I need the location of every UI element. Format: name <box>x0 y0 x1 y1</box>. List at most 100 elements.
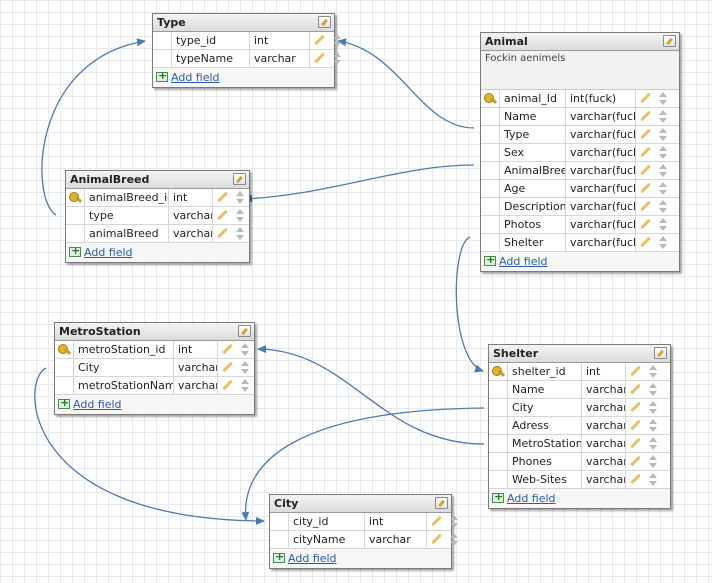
edit-table-icon[interactable] <box>233 173 246 185</box>
pencil-icon[interactable] <box>427 531 447 548</box>
field-row[interactable]: animalBreed_id int <box>66 189 249 207</box>
reorder-arrows-icon[interactable] <box>447 513 461 530</box>
field-row[interactable]: Shelter varchar(fuck) <box>481 234 679 252</box>
table-header[interactable]: Animal <box>481 33 679 51</box>
field-row[interactable]: City varchar <box>489 399 670 417</box>
reorder-arrows-icon[interactable] <box>646 417 660 434</box>
add-field-icon[interactable] <box>58 396 70 409</box>
reorder-arrows-icon[interactable] <box>646 363 660 380</box>
reorder-arrows-icon[interactable] <box>447 531 461 548</box>
reorder-arrows-icon[interactable] <box>646 381 660 398</box>
pencil-icon[interactable] <box>636 180 656 197</box>
field-row[interactable]: MetroStation varchar <box>489 435 670 453</box>
field-row[interactable]: city_id int <box>270 513 458 531</box>
add-field-link[interactable]: Add field <box>84 246 133 259</box>
field-row[interactable]: Name varchar <box>489 381 670 399</box>
field-row[interactable]: metroStation_id int <box>55 341 254 359</box>
pencil-icon[interactable] <box>626 435 646 452</box>
reorder-arrows-icon[interactable] <box>656 162 670 179</box>
pencil-icon[interactable] <box>626 417 646 434</box>
reorder-arrows-icon[interactable] <box>233 225 247 242</box>
table-metrostation[interactable]: MetroStation metroStation_id int City va… <box>54 322 255 415</box>
pencil-icon[interactable] <box>218 341 238 358</box>
pencil-icon[interactable] <box>626 363 646 380</box>
reorder-arrows-icon[interactable] <box>656 144 670 161</box>
reorder-arrows-icon[interactable] <box>656 216 670 233</box>
add-field-icon[interactable] <box>492 490 504 503</box>
table-city[interactable]: City city_id int cityName varchar Add fi… <box>269 494 458 569</box>
field-row[interactable]: City varchar <box>55 359 254 377</box>
pencil-icon[interactable] <box>636 144 656 161</box>
pencil-icon[interactable] <box>427 513 447 530</box>
field-row[interactable]: Sex varchar(fuck) <box>481 144 679 162</box>
edit-table-icon[interactable] <box>435 497 448 509</box>
pencil-icon[interactable] <box>626 399 646 416</box>
table-header[interactable]: Type <box>153 14 334 32</box>
field-row[interactable]: type_id int <box>153 32 341 50</box>
table-header[interactable]: City <box>270 495 451 513</box>
field-row[interactable]: Photos varchar(fuck) <box>481 216 679 234</box>
edit-table-icon[interactable] <box>654 347 667 359</box>
pencil-icon[interactable] <box>636 216 656 233</box>
reorder-arrows-icon[interactable] <box>656 108 670 125</box>
add-field-link[interactable]: Add field <box>507 492 556 505</box>
reorder-arrows-icon[interactable] <box>656 180 670 197</box>
field-row[interactable]: shelter_id int <box>489 363 670 381</box>
pencil-icon[interactable] <box>626 471 646 488</box>
reorder-arrows-icon[interactable] <box>238 359 252 376</box>
table-type[interactable]: Type type_id int typeName varchar Add fi… <box>152 13 341 88</box>
edit-table-icon[interactable] <box>663 35 676 47</box>
table-animalbreed[interactable]: AnimalBreed animalBreed_id int type varc… <box>65 170 250 263</box>
field-row[interactable]: type varchar <box>66 207 249 225</box>
pencil-icon[interactable] <box>636 198 656 215</box>
reorder-arrows-icon[interactable] <box>656 126 670 143</box>
reorder-arrows-icon[interactable] <box>233 207 247 224</box>
pencil-icon[interactable] <box>213 207 233 224</box>
table-header[interactable]: Shelter <box>489 345 670 363</box>
reorder-arrows-icon[interactable] <box>656 90 670 107</box>
field-row[interactable]: Name varchar(fuck) <box>481 108 679 126</box>
field-row[interactable]: metroStationName varchar <box>55 377 254 395</box>
reorder-arrows-icon[interactable] <box>646 453 660 470</box>
reorder-arrows-icon[interactable] <box>330 32 344 49</box>
field-row[interactable]: Adress varchar <box>489 417 670 435</box>
table-animal[interactable]: Animal Fockin aenimels animal_Id int(fuc… <box>480 32 680 272</box>
table-header[interactable]: AnimalBreed <box>66 171 249 189</box>
add-field-link[interactable]: Add field <box>499 255 548 268</box>
reorder-arrows-icon[interactable] <box>233 189 247 206</box>
field-row[interactable]: Web-Sites varchar <box>489 471 670 489</box>
add-field-icon[interactable] <box>156 69 168 82</box>
reorder-arrows-icon[interactable] <box>646 471 660 488</box>
field-row[interactable]: Phones varchar <box>489 453 670 471</box>
pencil-icon[interactable] <box>213 189 233 206</box>
field-row[interactable]: AnimalBreed varchar(fuck) <box>481 162 679 180</box>
field-row[interactable]: animalBreed varchar <box>66 225 249 243</box>
pencil-icon[interactable] <box>213 225 233 242</box>
field-row[interactable]: Description varchar(fuck) <box>481 198 679 216</box>
pencil-icon[interactable] <box>218 377 238 394</box>
field-row[interactable]: cityName varchar <box>270 531 458 549</box>
pencil-icon[interactable] <box>636 90 656 107</box>
edit-table-icon[interactable] <box>318 16 331 28</box>
pencil-icon[interactable] <box>626 453 646 470</box>
reorder-arrows-icon[interactable] <box>646 435 660 452</box>
pencil-icon[interactable] <box>626 381 646 398</box>
reorder-arrows-icon[interactable] <box>330 50 344 67</box>
reorder-arrows-icon[interactable] <box>238 377 252 394</box>
pencil-icon[interactable] <box>636 234 656 251</box>
add-field-link[interactable]: Add field <box>73 398 122 411</box>
reorder-arrows-icon[interactable] <box>656 234 670 251</box>
field-row[interactable]: Type varchar(fuck) <box>481 126 679 144</box>
add-field-icon[interactable] <box>484 253 496 266</box>
add-field-link[interactable]: Add field <box>171 71 220 84</box>
table-header[interactable]: MetroStation <box>55 323 254 341</box>
add-field-icon[interactable] <box>273 550 285 563</box>
pencil-icon[interactable] <box>636 162 656 179</box>
pencil-icon[interactable] <box>218 359 238 376</box>
add-field-icon[interactable] <box>69 244 81 257</box>
field-row[interactable]: typeName varchar <box>153 50 341 68</box>
field-row[interactable]: animal_Id int(fuck) <box>481 90 679 108</box>
pencil-icon[interactable] <box>310 32 330 49</box>
pencil-icon[interactable] <box>310 50 330 67</box>
pencil-icon[interactable] <box>636 126 656 143</box>
